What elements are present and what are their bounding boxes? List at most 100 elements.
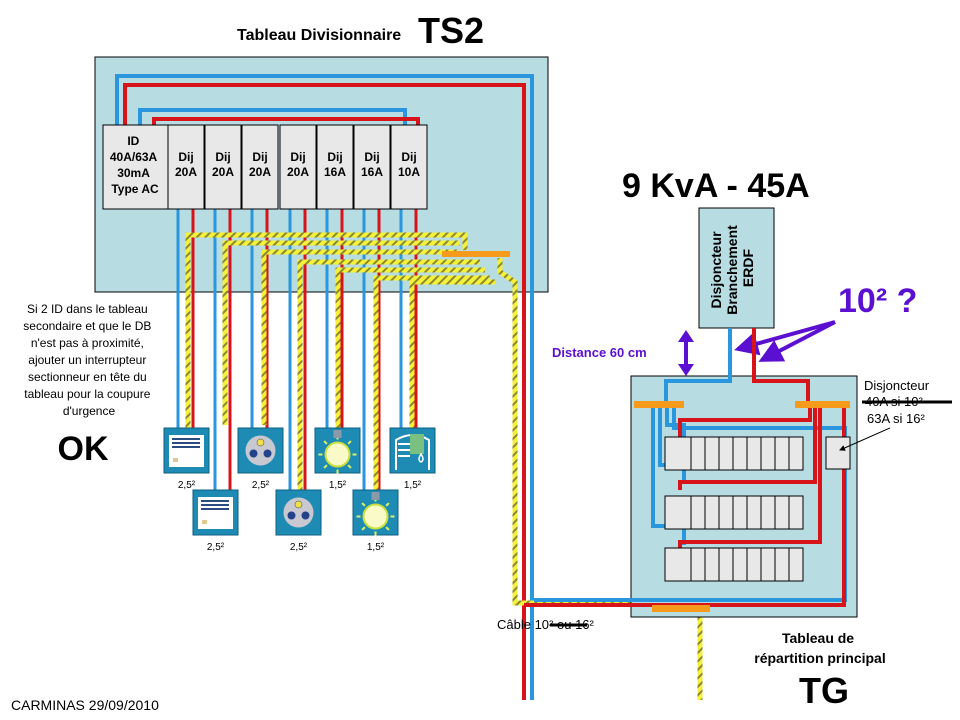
tg-breaker[interactable] [788, 547, 804, 582]
breaker-rating: 20A [249, 165, 271, 179]
ok-label: OK [58, 430, 109, 468]
tg-breaker[interactable] [718, 547, 734, 582]
tg-breaker-note-line3: 63A si 16² [867, 411, 925, 426]
svg-text:ID 40A/63A 30mA: ID 40A/63A 30mA Type AC [110, 134, 160, 196]
breaker-rating: 10A [398, 165, 420, 179]
tg-breaker[interactable] [774, 436, 790, 471]
note-text: Si 2 ID dans le tableau secondaire et qu… [23, 302, 154, 418]
breaker-rating: 20A [287, 165, 309, 179]
tg-breaker[interactable] [664, 495, 692, 530]
device-socket[interactable] [237, 427, 284, 474]
tg-breaker[interactable] [664, 547, 692, 582]
id-breaker-line: 30mA [117, 166, 150, 180]
distance-label: Distance 60 cm [552, 345, 647, 360]
tg-breaker[interactable] [704, 547, 720, 582]
tg-breaker[interactable] [732, 436, 748, 471]
ts2-earth-busbar [442, 251, 510, 257]
ts2-supply-wires [115, 74, 534, 700]
tg-title: TG [799, 670, 849, 711]
tg-main-breaker[interactable] [825, 436, 851, 470]
footer-credit: CARMINAS 29/09/2010 [11, 697, 159, 713]
breaker-label: Dij [215, 150, 230, 164]
light-bulb-icon [356, 492, 395, 536]
tg-breaker[interactable] [664, 436, 692, 471]
socket-icon [245, 435, 276, 466]
tg-breaker[interactable] [760, 436, 776, 471]
ts2-earth-wires [185, 232, 703, 700]
device-light-bulb[interactable] [314, 427, 361, 474]
tg-wires [524, 328, 847, 607]
tg-breaker[interactable] [690, 547, 706, 582]
device-section-label: 1,5² [329, 480, 347, 491]
circuit-wires [176, 209, 418, 490]
tg-breaker-row [664, 547, 804, 582]
tg-breaker-note: Disjoncteur 40A si 10² 63A si 16² [839, 378, 952, 451]
tg-breaker[interactable] [690, 436, 706, 471]
cable-label: Câble 10² ou 16² [497, 617, 595, 632]
device-socket[interactable] [275, 489, 322, 536]
oven-icon [169, 435, 204, 467]
tg-breaker[interactable] [788, 436, 804, 471]
id-breaker-line: 40A/63A [110, 150, 158, 164]
id-breaker-line: ID [127, 134, 139, 148]
tg-breaker[interactable] [690, 495, 706, 530]
breaker-rating: 20A [212, 165, 234, 179]
question-label: 10² ? [838, 282, 917, 320]
socket-icon [283, 497, 314, 528]
tg-breaker[interactable] [760, 547, 776, 582]
tg-breaker[interactable] [746, 436, 762, 471]
breaker-label: Dij [364, 150, 379, 164]
tg-breaker[interactable] [746, 495, 762, 530]
device-section-label: 2,5² [290, 542, 308, 553]
tg-breaker[interactable] [788, 495, 804, 530]
tg-breaker[interactable] [732, 495, 748, 530]
oven-icon [198, 497, 233, 529]
tg-breaker[interactable] [760, 495, 776, 530]
device-water-heater[interactable] [389, 427, 436, 474]
water-heater-icon [395, 434, 430, 470]
device-section-label: 2,5² [178, 480, 196, 491]
device-section-label: 1,5² [404, 480, 422, 491]
tg-breaker[interactable] [746, 547, 762, 582]
breaker-rating: 20A [175, 165, 197, 179]
tg-breaker[interactable] [704, 495, 720, 530]
tg-neutral-busbar [634, 401, 684, 408]
distance-arrow [678, 330, 694, 376]
light-bulb-icon [318, 430, 357, 474]
tg-breaker-note-line1: Disjoncteur [864, 378, 930, 393]
device-light-bulb[interactable] [352, 489, 399, 536]
id-breaker[interactable]: ID 40A/63A 30mA Type AC [102, 124, 169, 210]
device-oven[interactable] [163, 427, 210, 474]
breaker-rating: 16A [324, 165, 346, 179]
tg-breaker[interactable] [704, 436, 720, 471]
device-section-label: 1,5² [367, 542, 385, 553]
device-section-label: 2,5² [207, 542, 225, 553]
tg-breaker[interactable] [718, 436, 734, 471]
tg-earth-busbar [652, 605, 710, 612]
tg-phase-busbar [795, 401, 850, 408]
device-oven[interactable] [192, 489, 239, 536]
tg-breaker[interactable] [774, 547, 790, 582]
tg-breaker[interactable] [732, 547, 748, 582]
ts2-title: TS2 [418, 10, 484, 51]
breaker-label: Dij [327, 150, 342, 164]
erdf-breaker[interactable] [698, 207, 775, 329]
tg-breaker[interactable] [774, 495, 790, 530]
tg-breaker[interactable] [718, 495, 734, 530]
device-section-label: 2,5² [252, 480, 270, 491]
erdf-breaker-label: Disjoncteur Branchement ERDF [708, 221, 756, 314]
ts2-subtitle: Tableau Divisionnaire [237, 27, 401, 44]
